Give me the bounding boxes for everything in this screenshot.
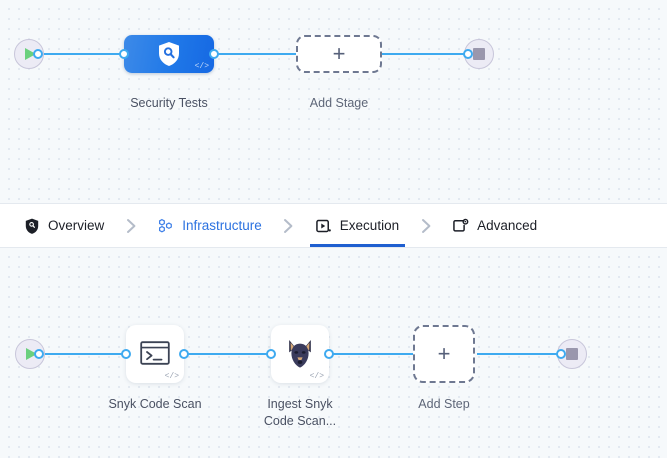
- add-step-button[interactable]: +: [413, 325, 475, 383]
- tab-overview[interactable]: Overview: [10, 204, 118, 247]
- tab-advanced-label: Advanced: [477, 218, 538, 233]
- tab-advanced[interactable]: Advanced: [439, 204, 551, 247]
- shield-search-icon: [159, 42, 179, 66]
- step-node-snyk-code-scan[interactable]: </>: [126, 325, 184, 383]
- section-tabbar[interactable]: Overview Infrastructure: [0, 203, 667, 248]
- stage-security-tests-out-port[interactable]: [209, 49, 219, 59]
- code-badge[interactable]: </>: [164, 372, 179, 381]
- add-stage-label: Add Stage: [309, 96, 369, 110]
- step-start-port[interactable]: [34, 349, 44, 359]
- step-graph-canvas[interactable]: </> Snyk Code Scan </> Ingest Snyk Code …: [0, 248, 667, 458]
- step-snyk-in-port[interactable]: [121, 349, 131, 359]
- add-stage-button[interactable]: +: [296, 35, 382, 73]
- snyk-dog-icon: [289, 340, 311, 368]
- chevron-right-icon: [126, 218, 136, 233]
- terminal-icon: [140, 341, 170, 365]
- box-gear-icon: [453, 218, 469, 234]
- edge-add-stage-to-end: [382, 53, 470, 55]
- edge-security-tests-to-add-stage: [210, 53, 300, 55]
- plus-icon: +: [332, 41, 346, 66]
- add-step-label: Add Step: [418, 397, 470, 411]
- tab-infrastructure-label: Infrastructure: [182, 218, 262, 233]
- stage-security-tests-in-port[interactable]: [119, 49, 129, 59]
- code-badge[interactable]: </>: [194, 62, 209, 71]
- stage-node-security-tests[interactable]: </>: [124, 35, 214, 73]
- tab-separator-1: [118, 204, 144, 247]
- step-node-ingest-snyk-code-scan[interactable]: </>: [271, 325, 329, 383]
- edge-start-to-security-tests: [38, 53, 126, 55]
- step-end-node[interactable]: [557, 339, 587, 369]
- step-end-port[interactable]: [556, 349, 566, 359]
- edge-ingest-to-add-step: [331, 353, 414, 355]
- stage-node-security-tests-label: Security Tests: [130, 96, 208, 110]
- edge-snyk-code-scan-to-ingest: [186, 353, 276, 355]
- chevron-right-icon: [284, 218, 293, 233]
- stage-graph-canvas[interactable]: </> Security Tests + Add Stage: [0, 0, 667, 203]
- shield-icon: [24, 218, 40, 234]
- tab-infrastructure[interactable]: Infrastructure: [144, 204, 276, 247]
- play-icon: [25, 48, 36, 60]
- step-snyk-out-port[interactable]: [179, 349, 189, 359]
- stage-start-port[interactable]: [33, 49, 43, 59]
- stage-end-port[interactable]: [463, 49, 473, 59]
- plus-icon: +: [437, 341, 451, 366]
- play-box-icon: [315, 218, 332, 234]
- play-icon: [26, 348, 37, 360]
- chevron-right-icon: [421, 218, 430, 233]
- step-ingest-in-port[interactable]: [266, 349, 276, 359]
- tab-separator-3: [413, 204, 439, 247]
- stop-icon: [566, 348, 578, 360]
- edge-add-step-to-end: [477, 353, 562, 355]
- stop-icon: [473, 48, 485, 60]
- edge-start-to-snyk-code-scan: [39, 353, 129, 355]
- tab-execution-label: Execution: [339, 218, 400, 233]
- step-node-ingest-label-line2: Code Scan...: [263, 414, 337, 428]
- hexagons-icon: [158, 218, 174, 234]
- step-node-snyk-code-scan-label: Snyk Code Scan: [108, 397, 202, 411]
- tab-execution[interactable]: Execution: [302, 204, 413, 247]
- tab-separator-2: [276, 204, 302, 247]
- tab-overview-label: Overview: [48, 218, 105, 233]
- step-ingest-out-port[interactable]: [324, 349, 334, 359]
- code-badge[interactable]: </>: [309, 372, 324, 381]
- step-node-ingest-label-line1: Ingest Snyk: [267, 397, 333, 411]
